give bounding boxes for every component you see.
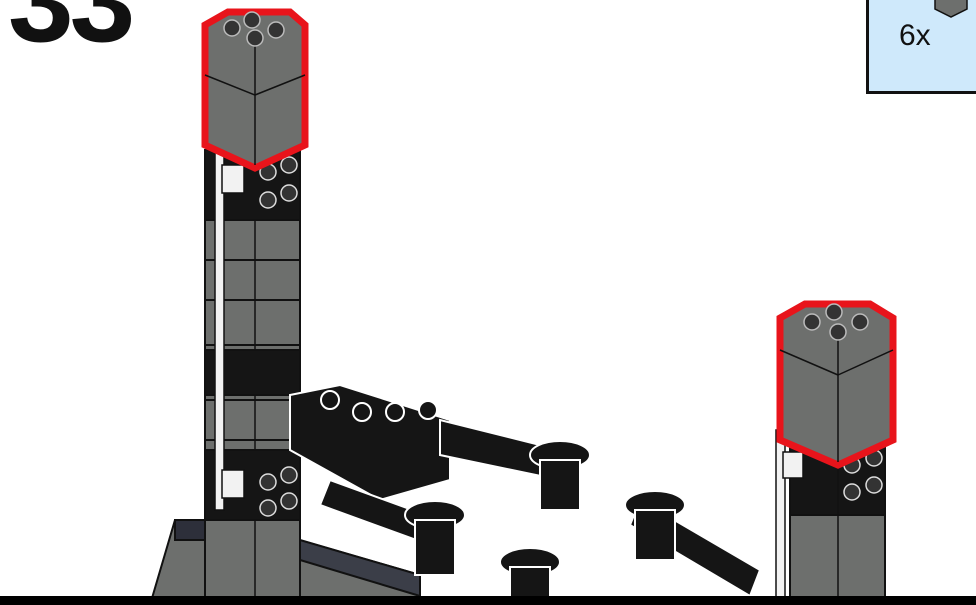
left-tower bbox=[205, 12, 305, 600]
right-tower bbox=[776, 304, 893, 600]
bottom-bar bbox=[0, 596, 976, 605]
